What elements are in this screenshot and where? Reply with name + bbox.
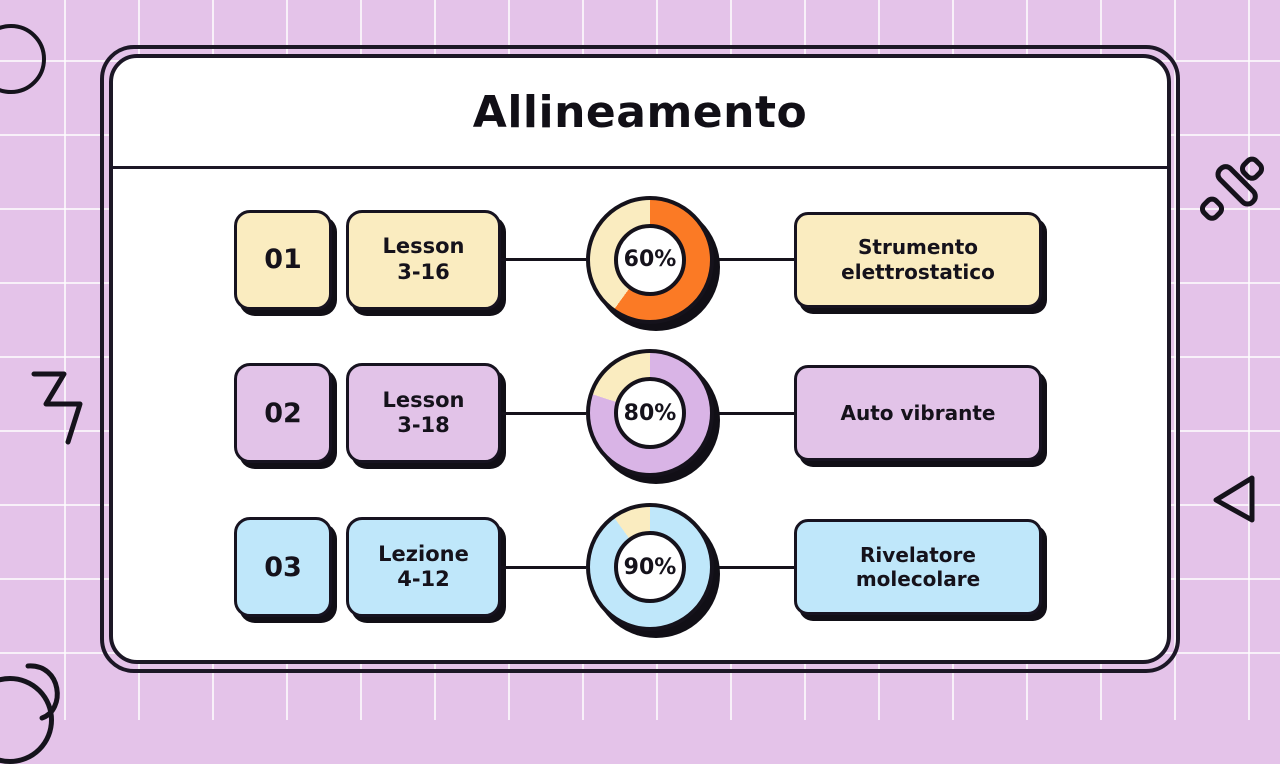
row-number-badge-02[interactable]: 02 [234,363,332,464]
lesson-line1: Lesson [382,387,465,412]
connector-line-left [501,258,586,262]
table-row: 02 Lesson 3-18 80% Auto vibrante [113,347,1167,485]
page-title: Allineamento [472,86,808,138]
table-row: 03 Lezione 4-12 90% Rivelatore [113,501,1167,639]
description-line1: Strumento [857,235,978,260]
donut-percent-label: 90% [614,531,686,604]
slide-card: Allineamento 01 Lesson 3-16 60% [109,54,1171,664]
description-line1: Rivelatore [860,542,976,567]
triangle-outline-decoration [1213,475,1255,523]
connector-line-left [501,565,586,569]
row-number-badge-03[interactable]: 03 [234,517,332,618]
lesson-box-03[interactable]: Lezione 4-12 [346,517,501,618]
donut-chart-01[interactable]: 60% [586,195,720,331]
lesson-line2: 3-16 [397,259,450,284]
description-line1: Auto vibrante [840,401,996,426]
donut-chart-02[interactable]: 80% [586,349,720,485]
description-line2: molecolare [855,567,981,592]
connector-line-right [714,565,794,569]
rows-container: 01 Lesson 3-16 60% Strumento [113,169,1167,660]
lesson-box-01[interactable]: Lesson 3-16 [346,209,501,310]
description-box-03[interactable]: Rivelatore molecolare [794,519,1042,616]
zigzag-decoration [31,371,83,445]
donut-chart-03[interactable]: 90% [586,503,720,639]
connector-line-right [714,411,794,415]
lesson-line1: Lesson [382,234,465,259]
description-box-02[interactable]: Auto vibrante [794,365,1042,462]
lesson-box-02[interactable]: Lesson 3-18 [346,363,501,464]
lesson-line2: 4-12 [397,567,450,592]
slide-card-frame: Allineamento 01 Lesson 3-16 60% [100,45,1180,673]
lesson-line1: Lezione [378,541,469,566]
table-row: 01 Lesson 3-16 60% Strumento [113,194,1167,331]
description-box-01[interactable]: Strumento elettrostatico [794,211,1042,308]
donut-percent-label: 80% [614,377,686,450]
donut-percent-label: 60% [614,223,686,296]
connector-line-right [714,258,794,262]
description-line2: elettrostatico [841,259,995,284]
connector-line-left [501,411,586,415]
percent-symbol-decoration [1199,156,1265,221]
row-number-badge-01[interactable]: 01 [234,209,332,310]
donut-ring [586,195,714,324]
lesson-line2: 3-18 [397,413,450,438]
card-header: Allineamento [113,58,1167,169]
